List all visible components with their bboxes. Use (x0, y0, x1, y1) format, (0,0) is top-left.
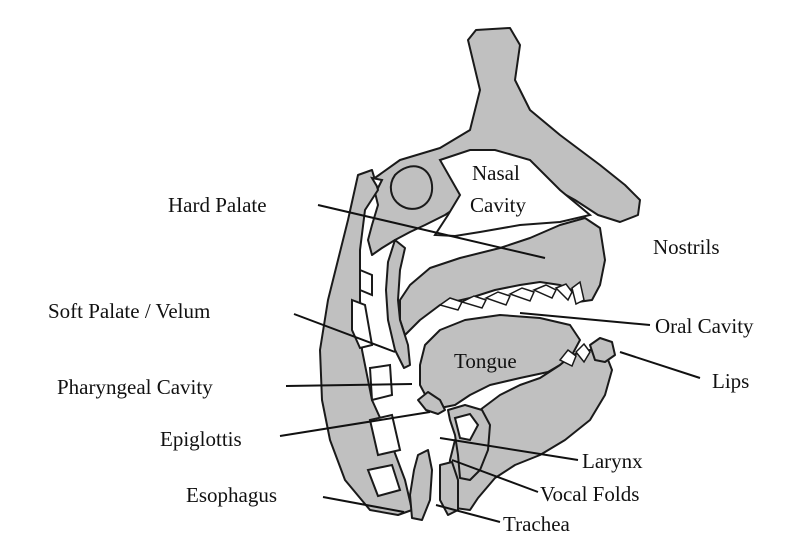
label-oral-cavity: Oral Cavity (655, 314, 754, 338)
vertebra-hole (360, 270, 372, 295)
label-trachea: Trachea (503, 512, 571, 536)
lower-lip (590, 338, 615, 362)
label-esophagus: Esophagus (186, 483, 277, 507)
leader-pharyngeal (286, 384, 412, 386)
label-lips: Lips (712, 369, 749, 393)
label-vocal-folds: Vocal Folds (540, 482, 639, 506)
label-epiglottis: Epiglottis (160, 427, 242, 451)
label-pharyngeal-cavity: Pharyngeal Cavity (57, 375, 213, 399)
sinus-oval (391, 166, 432, 209)
vertebra-hole (370, 365, 392, 400)
label-hard-palate: Hard Palate (168, 193, 267, 217)
label-cavity: Cavity (470, 193, 526, 217)
label-larynx: Larynx (582, 449, 643, 473)
leader-lips (620, 352, 700, 378)
label-soft-palate: Soft Palate / Velum (48, 299, 210, 323)
label-nasal: Nasal (472, 161, 520, 185)
label-nostrils: Nostrils (653, 235, 720, 259)
esophagus-tube (410, 450, 432, 520)
label-tongue: Tongue (454, 349, 517, 373)
